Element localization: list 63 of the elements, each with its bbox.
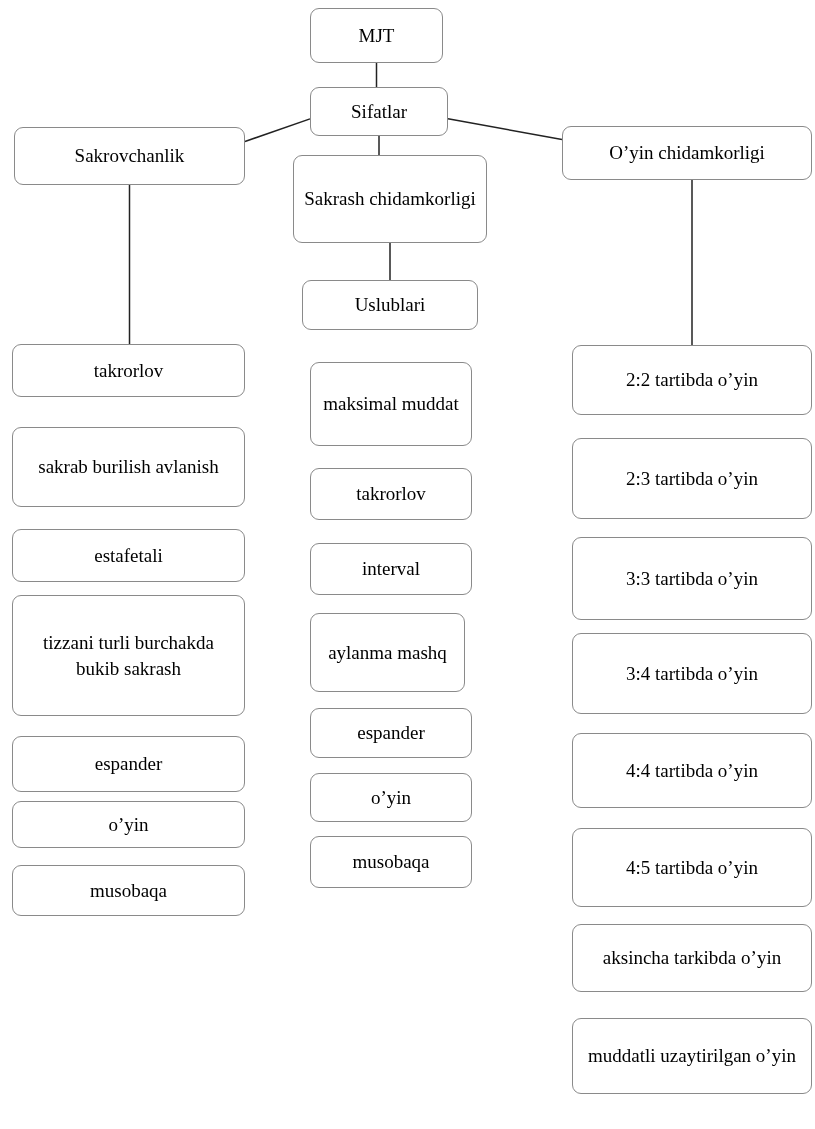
rounded-box: [310, 708, 472, 758]
box-label: Sakrovchanlik: [74, 144, 185, 169]
rounded-box: [310, 543, 472, 595]
connector-line: [389, 242, 391, 281]
box-label: 3:4 tartibda o’yin: [626, 661, 758, 686]
connector-line: [378, 135, 380, 156]
box-label: 2:3 tartibda o’yin: [626, 466, 758, 491]
box-label: 4:5 tartibda o’yin: [626, 855, 758, 880]
rounded-box: [293, 155, 487, 243]
box-label: o’yin: [108, 812, 149, 837]
box-label: aylanma mashq: [328, 640, 447, 665]
box-label: Sakrash chidamkorligi: [304, 187, 476, 212]
rounded-box: [562, 126, 812, 180]
box-label: musobaqa: [89, 878, 167, 903]
rounded-box: [572, 438, 812, 519]
box-label: estafetali: [94, 543, 163, 568]
rounded-box: [302, 280, 478, 330]
rounded-box: [572, 633, 812, 714]
box-label: Uslublari: [354, 293, 426, 318]
box-label: interval: [362, 557, 420, 582]
rounded-box: [572, 733, 812, 808]
rounded-box: [12, 529, 245, 582]
box-label: musobaqa: [352, 850, 430, 875]
rounded-box: [12, 801, 245, 848]
rounded-box: [572, 828, 812, 907]
connector-line: [244, 118, 311, 143]
box-label: muddatli uzaytirilgan o’yin: [588, 1044, 796, 1069]
rounded-box: [310, 613, 465, 692]
box-label: aksincha tarkibda o’yin: [602, 946, 782, 971]
box-label: sakrab burilish avlanish: [38, 455, 219, 480]
rounded-box: [310, 8, 443, 63]
rounded-box: [14, 127, 245, 185]
box-label: tizzani turli burchakda bukib sakrash: [42, 630, 215, 681]
box-label: espander: [357, 721, 425, 746]
box-label: O’yin chidamkorligi: [609, 141, 765, 166]
rounded-box: [572, 1018, 812, 1094]
box-label: 3:3 tartibda o’yin: [626, 566, 758, 591]
connector-line: [691, 179, 693, 346]
connector-line: [128, 184, 131, 345]
box-label: takrorlov: [93, 358, 164, 383]
rounded-box: [310, 773, 472, 822]
rounded-box: [572, 924, 812, 992]
box-label: 4:4 tartibda o’yin: [626, 758, 758, 783]
rounded-box: [310, 87, 448, 136]
rounded-box: [572, 345, 812, 415]
box-label: MJT: [358, 23, 395, 48]
box-label: takrorlov: [356, 482, 426, 507]
rounded-box: [310, 468, 472, 520]
connector-line: [447, 118, 563, 141]
rounded-box: [12, 595, 245, 716]
connector-line: [375, 62, 378, 88]
rounded-box: [12, 427, 245, 507]
rounded-box: [12, 344, 245, 397]
rounded-box: [310, 362, 472, 446]
rounded-box: [12, 865, 245, 916]
box-label: maksimal muddat: [323, 392, 459, 417]
box-label: espander: [94, 752, 163, 777]
box-label: 2:2 tartibda o’yin: [626, 368, 758, 393]
rounded-box: [310, 836, 472, 888]
box-label: Sifatlar: [351, 99, 407, 124]
rounded-box: [572, 537, 812, 620]
box-label: o’yin: [370, 785, 412, 810]
rounded-box: [12, 736, 245, 792]
